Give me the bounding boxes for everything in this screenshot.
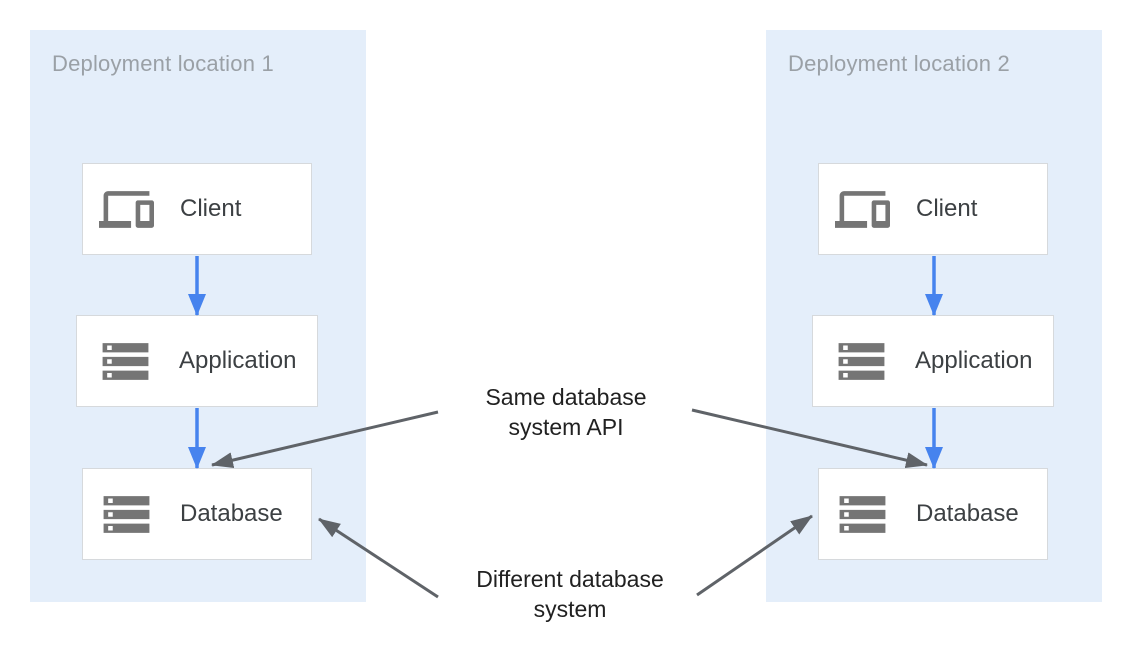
annotation-line: Same database — [485, 384, 647, 410]
annotation-line: system API — [508, 414, 624, 440]
node-label: Database — [916, 500, 1019, 527]
node-label: Application — [915, 347, 1033, 374]
annotation-different-database-system: Different database system — [440, 564, 700, 624]
node-client-2: Client — [818, 163, 1048, 255]
panel-title: Deployment location 1 — [52, 51, 274, 76]
annotation-same-database-api: Same database system API — [436, 382, 696, 442]
server-stack-icon — [834, 334, 889, 389]
server-stack-icon — [98, 334, 153, 389]
node-database-1: Database — [82, 468, 312, 560]
node-label: Application — [179, 347, 297, 374]
node-database-2: Database — [818, 468, 1048, 560]
node-label: Client — [916, 195, 978, 222]
node-client-1: Client — [82, 163, 312, 255]
node-label: Client — [180, 195, 242, 222]
node-label: Database — [180, 500, 283, 527]
node-application-1: Application — [76, 315, 318, 407]
annotation-line: Different database — [476, 566, 664, 592]
server-stack-icon — [99, 487, 154, 542]
devices-icon — [835, 182, 890, 237]
node-application-2: Application — [812, 315, 1054, 407]
devices-icon — [99, 182, 154, 237]
panel-title: Deployment location 2 — [788, 51, 1010, 76]
server-stack-icon — [835, 487, 890, 542]
annotation-line: system — [533, 596, 607, 622]
